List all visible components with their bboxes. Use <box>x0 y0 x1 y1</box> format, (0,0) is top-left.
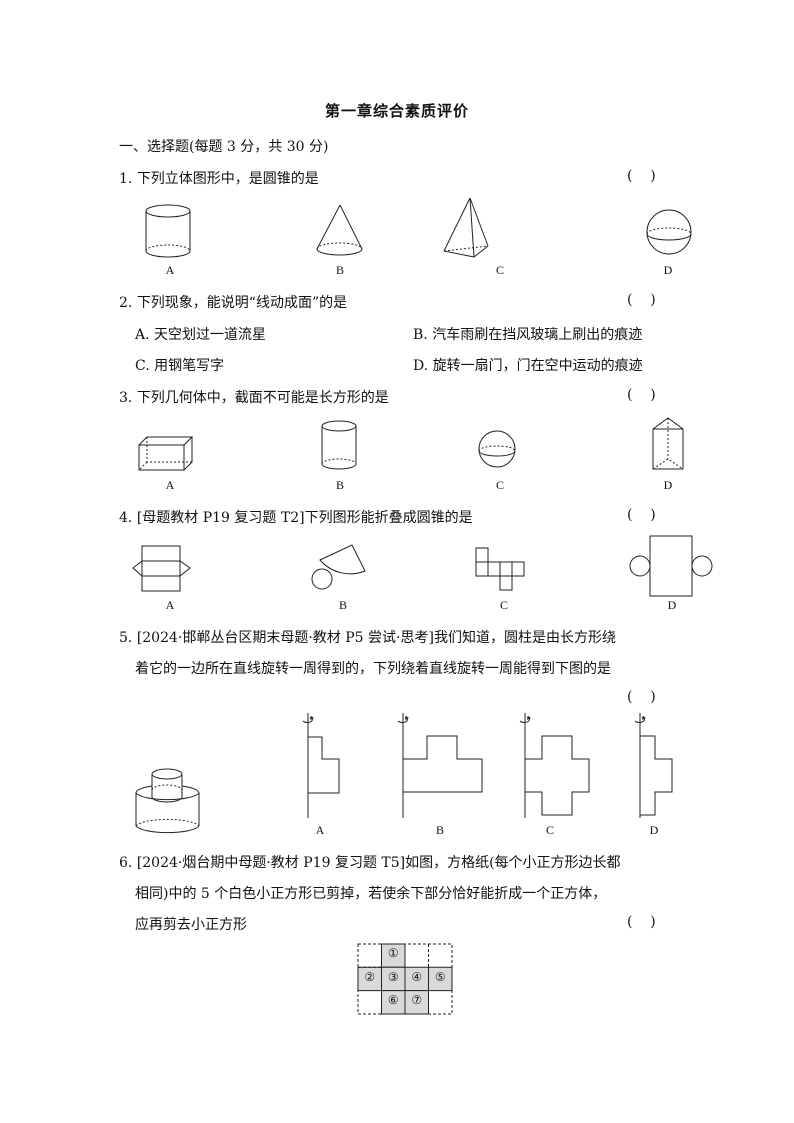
q1-option-a-cylinder-figure <box>145 203 195 265</box>
q4-label-a: A <box>165 598 175 612</box>
q1-label-b: B <box>335 263 344 277</box>
question-4-number: 4. <box>119 510 133 526</box>
q5-label-a: A <box>315 823 325 837</box>
q5-option-d-profile-figure <box>630 713 680 823</box>
answer-blank-4[interactable]: ( ) <box>627 507 656 523</box>
q3-option-a-cuboid-figure <box>138 435 198 473</box>
grid-cell-4: ④ <box>411 970 423 984</box>
answer-blank-2[interactable]: ( ) <box>627 292 656 308</box>
question-5-number: 5. <box>119 630 133 646</box>
question-6-number: 6. <box>119 855 133 871</box>
section-heading: 一、选择题(每题 3 分，共 30 分) <box>119 139 329 155</box>
q2-option-d: D. 旋转一扇门，门在空中运动的痕迹 <box>413 358 643 374</box>
question-6-stem-line1: 6. [2024·烟台期中母题·教材 P19 复习题 T5]如图，方格纸(每个小… <box>119 852 621 872</box>
question-1-stem: 1. 下列立体图形中，是圆锥的是 <box>119 168 319 188</box>
q4-label-b: B <box>338 598 347 612</box>
q5-label-c: C <box>545 823 554 837</box>
q3-option-d-prism-figure <box>652 416 686 472</box>
grid-cell-1: ① <box>387 946 399 960</box>
question-2-stem: 2. 下列现象，能说明“线动成面”的是 <box>119 292 347 312</box>
q5-option-b-profile-figure <box>393 713 488 823</box>
question-3-stem: 3. 下列几何体中，截面不可能是长方形的是 <box>119 387 389 407</box>
q1-label-d: D <box>663 263 673 277</box>
q1-label-c: C <box>495 263 504 277</box>
q3-option-b-cylinder-figure <box>321 420 361 472</box>
q4-label-c: C <box>499 598 508 612</box>
question-6-stem-line3: 应再剪去小正方形 <box>135 917 247 933</box>
q1-option-b-cone-figure <box>315 203 365 258</box>
answer-blank-5[interactable]: ( ) <box>627 689 656 705</box>
q3-label-c: C <box>495 478 504 492</box>
grid-cell-7: ⑦ <box>411 993 423 1007</box>
q3-label-b: B <box>335 478 344 492</box>
q4-option-b-sector-net-figure <box>312 544 372 594</box>
q5-option-a-profile-figure <box>298 713 348 823</box>
q3-option-c-sphere-figure <box>478 430 518 470</box>
grid-cell-3: ③ <box>387 970 399 984</box>
q3-label-a: A <box>165 478 175 492</box>
answer-blank-6[interactable]: ( ) <box>627 914 656 930</box>
answer-blank-1[interactable]: ( ) <box>627 168 656 184</box>
q5-option-c-profile-figure <box>515 713 600 823</box>
q6-grid-paper-figure: ① ② ③ ④ ⑤ ⑥ ⑦ <box>358 944 452 1014</box>
grid-cell-2: ② <box>364 970 376 984</box>
q5-label-b: B <box>435 823 444 837</box>
page-title: 第一章综合素质评价 <box>324 102 469 120</box>
q1-option-c-pyramid-figure <box>440 196 495 256</box>
q4-option-d-cylinder-net-figure <box>629 535 715 597</box>
question-4-stem: 4. [母题教材 P19 复习题 T2]下列图形能折叠成圆锥的是 <box>119 507 473 527</box>
q5-stacked-cylinders-figure <box>135 763 205 838</box>
question-6-stem-line2: 相同)中的 5 个白色小正方形已剪掉，若使余下部分恰好能折成一个正方体， <box>135 886 607 902</box>
answer-blank-3[interactable]: ( ) <box>627 387 656 403</box>
q3-label-d: D <box>663 478 673 492</box>
question-3-number: 3. <box>119 390 133 406</box>
question-3-text: 下列几何体中，截面不可能是长方形的是 <box>136 390 389 406</box>
q1-option-d-sphere-figure <box>645 208 695 258</box>
q2-option-a: A. 天空划过一道流星 <box>135 327 267 343</box>
q5-label-d: D <box>649 823 659 837</box>
question-6-text-1: [2024·烟台期中母题·教材 P19 复习题 T5]如图，方格纸(每个小正方形… <box>136 855 621 871</box>
grid-cell-6: ⑥ <box>387 993 399 1007</box>
q2-option-c: C. 用钢笔写字 <box>135 358 225 374</box>
question-2-number: 2. <box>119 295 133 311</box>
question-5-stem-line1: 5. [2024·邯郸丛台区期末母题·教材 P5 尝试·思考]我们知道，圆柱是由… <box>119 627 616 647</box>
question-4-text: [母题教材 P19 复习题 T2]下列图形能折叠成圆锥的是 <box>136 510 473 526</box>
q2-option-b: B. 汽车雨刷在挡风玻璃上刷出的痕迹 <box>413 327 643 343</box>
question-5-text-1: [2024·邯郸丛台区期末母题·教材 P5 尝试·思考]我们知道，圆柱是由长方形… <box>136 630 616 646</box>
question-1-number: 1. <box>119 171 133 187</box>
grid-cell-5: ⑤ <box>434 970 446 984</box>
question-5-stem-line2: 着它的一边所在直线旋转一周得到的，下列绕着直线旋转一周能得到下图的是 <box>135 661 611 677</box>
question-1-text: 下列立体图形中，是圆锥的是 <box>136 171 319 187</box>
q1-label-a: A <box>165 263 175 277</box>
q4-option-c-cube-net-figure <box>475 547 530 592</box>
q6-grid-lines <box>358 944 452 1014</box>
question-2-text: 下列现象，能说明“线动成面”的是 <box>136 295 348 311</box>
q4-option-a-prism-net-figure <box>132 545 194 593</box>
q4-label-d: D <box>667 598 677 612</box>
